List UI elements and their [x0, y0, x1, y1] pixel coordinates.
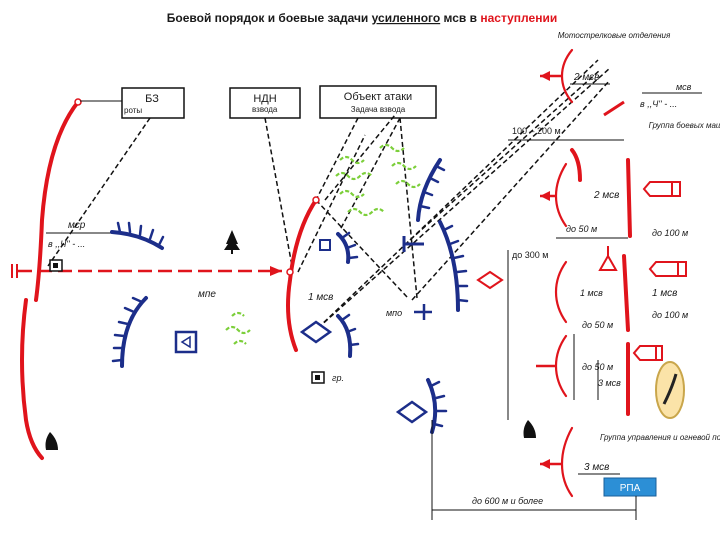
title-part1: Боевой порядок и боевые задачи [167, 11, 372, 25]
page-title: Боевой порядок и боевые задачи усиленног… [167, 11, 557, 25]
msv1-bracket [554, 260, 568, 324]
enemy-cp-icon [174, 330, 198, 354]
bmp-icon [632, 345, 663, 361]
msv2-bracket [554, 162, 568, 228]
right-platoon-line [622, 254, 630, 332]
rifle-squads-label: Мотострелковые отделения [558, 31, 671, 40]
convergence-line [409, 69, 601, 241]
axis-arrowhead [270, 266, 282, 276]
title-part2: усиленного [372, 11, 441, 25]
objective-link-line [315, 117, 359, 201]
msv3-bottom-arrowhead [540, 459, 550, 469]
rpa-box [603, 477, 657, 497]
company-flank-point [74, 98, 82, 106]
objective-label: Объект атаки [344, 91, 412, 103]
command-bracket [560, 426, 574, 498]
ndn-box [229, 87, 301, 119]
h-hour-left-label: в ,,Ч'' - ... [48, 239, 85, 249]
msv2-arrowhead [540, 191, 550, 201]
convergence-line [317, 67, 611, 329]
h-hour-top-label: в ,,Ч'' - ... [640, 99, 677, 109]
msv2-mid-label: 2 мсв [593, 190, 619, 201]
advance-line [399, 117, 418, 299]
enemy-position [336, 231, 359, 264]
diamond-marker [395, 400, 429, 424]
msv1-group-label: 1 мсв [652, 288, 677, 299]
diamond-marker [476, 270, 504, 290]
advance-line [324, 114, 396, 201]
enemy-position [110, 221, 165, 250]
rifle-squads-label-line: Мотострелковые отделения [558, 31, 671, 40]
diamond-marker [299, 320, 333, 344]
enemy-cp-icon-mark [180, 335, 191, 349]
building-icon [523, 420, 536, 438]
gr-label: гр. [332, 373, 344, 383]
objective-box [319, 85, 437, 119]
bmp-icon [648, 261, 687, 277]
msv2-top-label: 2 мсв [573, 72, 599, 83]
title-part4: наступлении [480, 11, 557, 25]
bz-label: БЗ [145, 93, 159, 105]
bmp-icon [642, 181, 681, 197]
bz-link-line [47, 117, 151, 267]
msv-top-label: мсв [676, 82, 692, 92]
platoon-point [312, 196, 320, 204]
weapon-position-icon [319, 239, 331, 251]
to50-a-label: до 50 м [566, 224, 597, 234]
to100-b-label: до 100 м [652, 310, 688, 320]
tree-icon [224, 230, 240, 250]
company-front-line [34, 100, 80, 302]
msv3-bottom-label: 3 мсв [584, 462, 609, 473]
convergence-line [411, 79, 611, 301]
to300-label: до 300 м [512, 250, 548, 260]
combat-vehicles-label-text: Группа боевых машин [649, 121, 720, 130]
msv3-mid-label: 3 мсв [598, 378, 621, 388]
group-cp-icon-fill [315, 375, 320, 380]
advance-line [315, 199, 409, 299]
msv1-center-label: 1 мсв [308, 292, 333, 303]
right-platoon-line [570, 148, 582, 182]
platoon-arrow [603, 100, 625, 117]
rpa-label: РПА [620, 483, 641, 494]
company-rear-line [20, 298, 44, 460]
objective-sub: Задача взвода [351, 105, 406, 114]
command-group-label: Группа управления и огневой поддержки [600, 433, 720, 442]
ndn-sub: взвода [252, 105, 278, 114]
building-icon [45, 432, 58, 450]
forest-area [225, 143, 421, 345]
terrain-object-mark [662, 373, 678, 405]
to100-a-label: до 100 м [652, 228, 688, 238]
advance-line [297, 134, 366, 273]
bz-sub: роты [124, 106, 142, 115]
msv3-bracket [554, 334, 568, 398]
vehicle-triangle-icon [598, 253, 618, 271]
ndn-link-line [264, 117, 293, 267]
platoon-left-line [286, 198, 318, 352]
company-cp-icon-fill [53, 263, 58, 268]
convergence-line [317, 59, 599, 329]
msr-label: мср [68, 220, 86, 231]
enemy-position [336, 313, 360, 358]
enemy-position [416, 158, 446, 222]
enemy-position [111, 296, 148, 368]
enemy-position [426, 378, 448, 434]
platoon-point [286, 268, 294, 276]
msv1-right-label: 1 мсв [580, 288, 603, 298]
bz-box [121, 87, 185, 119]
squad-bracket [560, 48, 574, 104]
squad-arrowhead [540, 71, 550, 81]
combat-vehicles-label: Группа боевых машин [649, 121, 720, 130]
right-platoon-line [626, 158, 632, 238]
mpo-label: мпо [386, 308, 402, 318]
d100-200-label: 100 – 200 м [512, 126, 561, 136]
enemy-position [438, 220, 469, 312]
title-part3: мсв в [440, 11, 480, 25]
ndn-label: НДН [253, 93, 276, 105]
to50-b-label: до 50 м [582, 320, 613, 330]
mpe-label: мпе [198, 289, 216, 300]
to600-label: до 600 м и более [472, 496, 543, 506]
